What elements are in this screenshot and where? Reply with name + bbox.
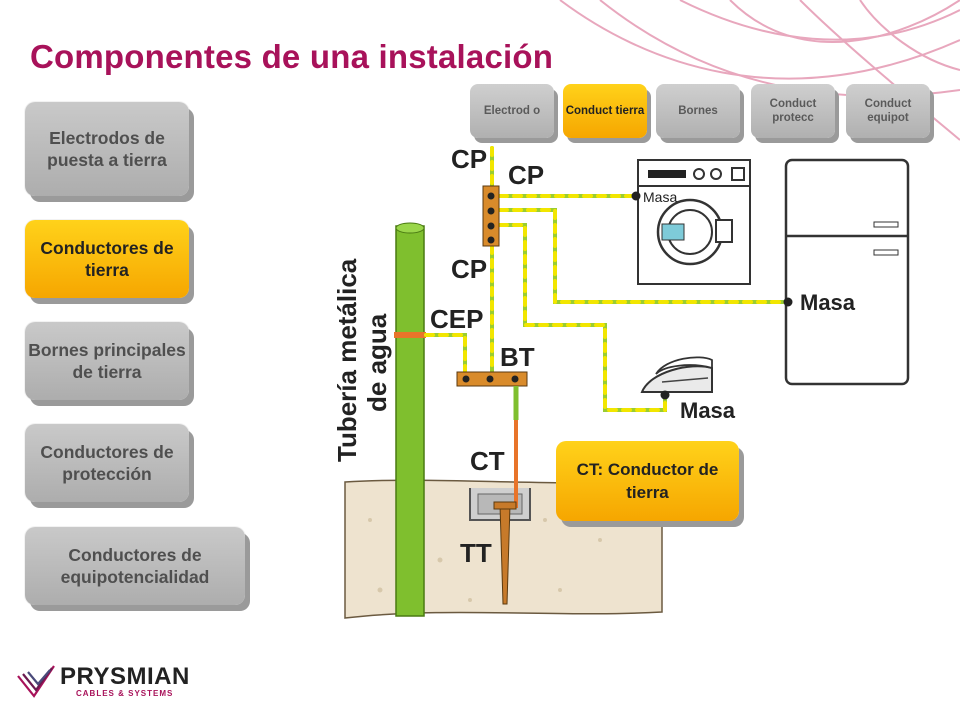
tab-conduct-protecc[interactable]: Conduct protecc [751,84,835,138]
label-tt: TT [460,538,492,568]
tab-electrodo[interactable]: Electrod o [470,84,554,138]
label-masa-fridge: Masa [800,290,856,315]
refrigerator [783,158,910,386]
label-pipe-1: Tubería metálica [332,258,362,462]
label-bt: BT [500,342,535,372]
sidebar-item-conductores-proteccion[interactable]: Conductores de protección [25,424,189,502]
ct-callout: CT: Conductor de tierra [556,441,739,521]
label-cep: CEP [430,304,483,334]
label-ct: CT [470,446,505,476]
label-cp-right: CP [508,160,544,190]
iron [640,356,713,400]
label-masa-iron: Masa [680,398,736,423]
sidebar-item-equipotencialidad[interactable]: Conductores de equipotencialidad [25,527,245,605]
prysmian-logo: PRYSMIAN CABLES & SYSTEMS [17,663,190,698]
sidebar-item-conductores-tierra[interactable]: Conductores de tierra [25,220,189,298]
tab-conduct-tierra[interactable]: Conduct tierra [563,84,647,138]
brand-tagline: CABLES & SYSTEMS [76,689,173,698]
label-masa-washer: Masa [643,189,677,205]
sidebar-item-bornes[interactable]: Bornes principales de tierra [25,322,189,400]
water-pipe [395,225,425,617]
tab-bornes[interactable]: Bornes [656,84,740,138]
ground-rod [499,504,511,605]
brand-name: PRYSMIAN [60,663,190,690]
main-ground-terminal [456,371,528,387]
tab-conduct-equipot[interactable]: Conduct equipot [846,84,930,138]
label-pipe-2: de agua [362,313,392,412]
sidebar-item-electrodos[interactable]: Electrodos de puesta a tierra [25,102,189,196]
page-title: Componentes de una instalación [30,38,554,75]
inspection-box [469,488,531,521]
connection-bar [482,185,500,247]
washing-machine [631,159,751,285]
label-cp-mid: CP [451,254,487,284]
label-cp-top: CP [451,144,487,174]
